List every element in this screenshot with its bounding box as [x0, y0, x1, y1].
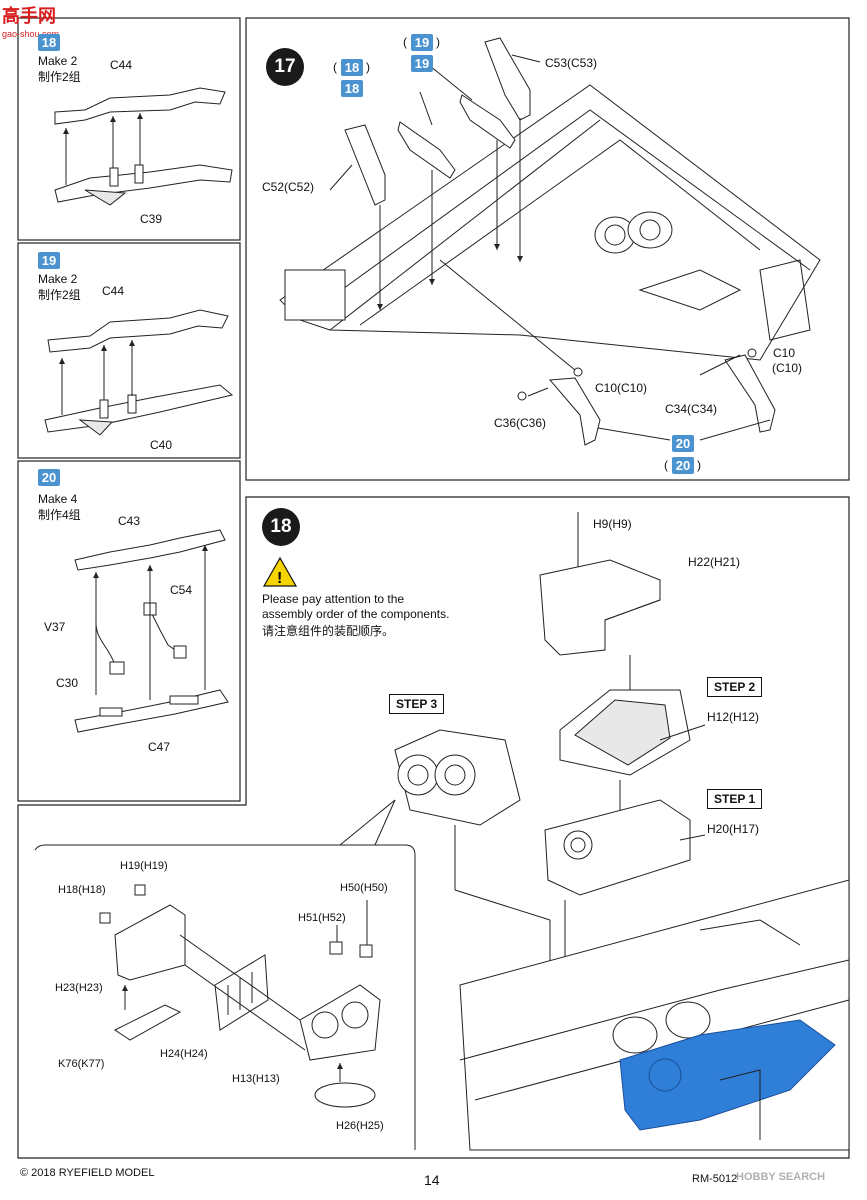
paren-open: ( — [403, 35, 407, 49]
step-badge-18: 18 — [341, 59, 363, 76]
part-label: C53(C53) — [545, 56, 598, 70]
part-label: H51(H52) — [298, 912, 346, 924]
paren-open: ( — [333, 60, 337, 74]
h26-part — [314, 1082, 376, 1108]
c54-part — [149, 609, 179, 653]
part-label: H12(H12) — [707, 710, 760, 724]
step-tag-3: STEP 3 — [389, 694, 445, 714]
watermark-title: 高手网 — [2, 6, 56, 26]
h23-part — [114, 904, 186, 981]
step-tag-2: STEP 2 — [707, 677, 763, 697]
part-label: C54 — [170, 583, 193, 597]
step-tag-1: STEP 1 — [707, 789, 763, 809]
product-code: RM-5012 — [692, 1173, 738, 1185]
part-label: H26(H25) — [336, 1120, 384, 1132]
page-number: 14 — [424, 1172, 440, 1188]
step-badge-18: 18 — [38, 34, 60, 51]
h20-part — [544, 799, 691, 896]
part-label: C47 — [148, 740, 171, 754]
part-label: C44 — [102, 284, 125, 298]
part-label: C10(C10) — [595, 381, 648, 395]
warning-icon — [262, 556, 298, 587]
part-label: C10 — [773, 346, 796, 360]
c44-part-b — [47, 309, 229, 353]
k76-part — [114, 1004, 182, 1041]
part-label: H18(H18) — [58, 884, 106, 896]
part-label: V37 — [44, 620, 66, 634]
make-count: Make 2 — [38, 272, 78, 286]
paren-close: ) — [366, 60, 370, 74]
watermark-logo: 高手网 gao-shou.com — [2, 2, 59, 46]
make-count-cn: 制作2组 — [38, 288, 81, 302]
part-label: C34(C34) — [665, 402, 718, 416]
part-label: H19(H19) — [120, 860, 168, 872]
paren-close: ) — [436, 35, 440, 49]
part-label: H23(H23) — [55, 982, 103, 994]
part-label: C44 — [110, 58, 133, 72]
h13-part — [299, 984, 381, 1061]
warning-text-2: assembly order of the components. — [262, 607, 450, 621]
c47-part — [74, 689, 229, 733]
step-badge-20: 20 — [38, 469, 60, 486]
part-label: C36(C36) — [494, 416, 547, 430]
c40-part — [44, 384, 234, 436]
make-count-cn: 制作2组 — [38, 70, 81, 84]
hobby-search-watermark: HOBBY SEARCH — [736, 1171, 826, 1183]
c44-part-a — [54, 87, 226, 125]
make-count: Make 4 — [38, 492, 78, 506]
step-badge-19: 19 — [38, 252, 60, 269]
part-label: H22(H21) — [688, 555, 741, 569]
copyright: © 2018 RYEFIELD MODEL — [20, 1167, 155, 1179]
highlighted-engine-deck — [619, 1019, 836, 1131]
step-badge-19: 19 — [411, 55, 433, 72]
make-count: Make 2 — [38, 54, 78, 68]
part-label: K76(K77) — [58, 1058, 105, 1070]
warning-text-cn: 请注意组件的装配顺序。 — [262, 624, 395, 638]
paren-open: ( — [664, 458, 668, 472]
svg-text:!: ! — [277, 570, 282, 587]
step-number-17: 17 — [266, 48, 304, 86]
part-label: H24(H24) — [160, 1048, 208, 1060]
step-number-18: 18 — [262, 508, 300, 546]
part-label: C30 — [56, 676, 79, 690]
c30-part — [109, 661, 125, 675]
part-label: C40 — [150, 438, 173, 452]
c39-part — [54, 164, 233, 206]
step-badge-18: 18 — [341, 80, 363, 97]
hull-lower-18 — [459, 879, 850, 1151]
part-label: C39 — [140, 212, 163, 226]
make-count-cn: 制作4组 — [38, 508, 81, 522]
step-badge-20: 20 — [672, 435, 694, 452]
part-label: C52(C52) — [262, 180, 315, 194]
part-label: H20(H17) — [707, 822, 760, 836]
step3-fan-assembly — [394, 729, 521, 826]
part-label: (C10) — [772, 361, 803, 375]
hull-upper-17 — [279, 84, 821, 361]
part-label: H50(H50) — [340, 882, 388, 894]
step-badge-19: 19 — [411, 34, 433, 51]
c53-part — [484, 37, 531, 121]
paren-close: ) — [697, 458, 701, 472]
c52-part — [344, 124, 386, 206]
part-label: C43 — [118, 514, 141, 528]
c43-part — [74, 529, 226, 571]
h22-part — [539, 559, 661, 656]
v37-wire — [95, 619, 116, 666]
watermark-url: gao-shou.com — [2, 29, 60, 39]
warning-text-1: Please pay attention to the — [262, 592, 405, 606]
step-badge-20: 20 — [672, 457, 694, 474]
part-label: H9(H9) — [593, 517, 632, 531]
part-label: H13(H13) — [232, 1073, 280, 1085]
